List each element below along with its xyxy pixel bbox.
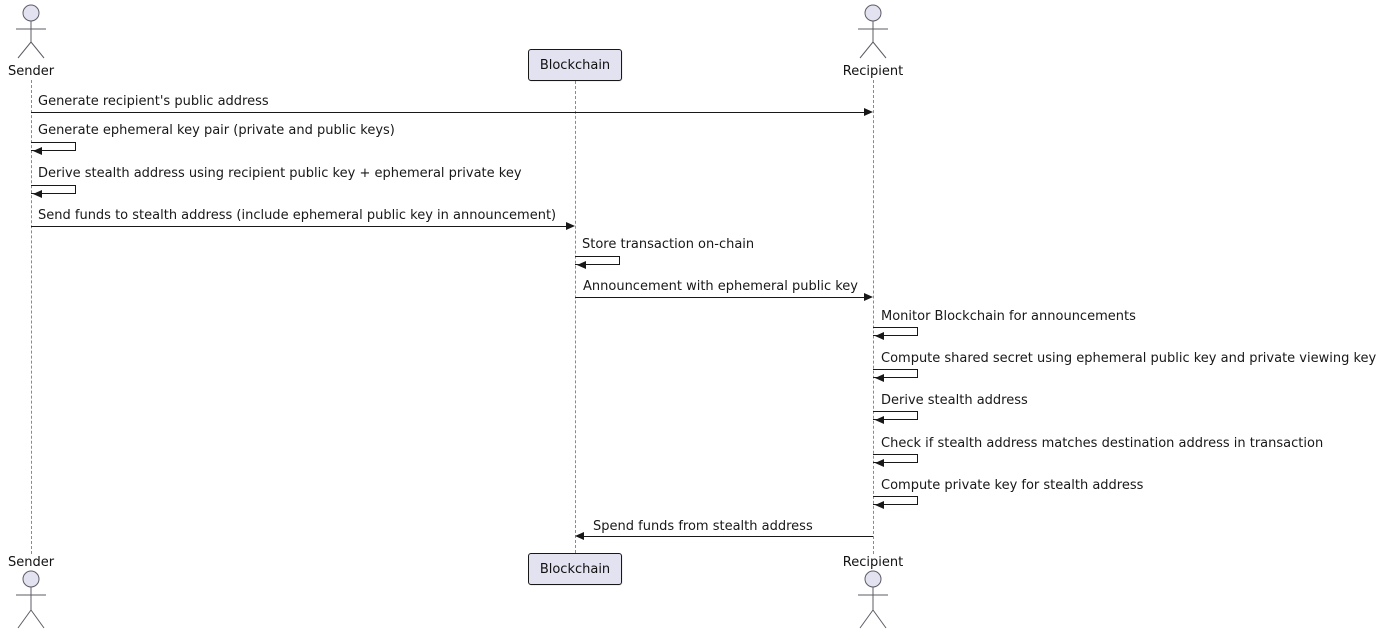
arrowhead-left-icon <box>875 332 884 340</box>
message-label: Derive stealth address using recipient p… <box>38 166 522 181</box>
participant-label: Blockchain <box>539 57 611 73</box>
self-message-loop <box>31 185 76 194</box>
message-label: Compute private key for stealth address <box>881 478 1144 493</box>
message-arrow-line <box>583 536 873 537</box>
actor-label-sender-top: Sender <box>7 64 55 79</box>
arrowhead-right-icon <box>864 108 873 116</box>
actor-label-sender-bottom: Sender <box>7 555 55 570</box>
actor-icon-recipient-bottom <box>858 570 888 629</box>
arrowhead-left-icon <box>875 459 884 467</box>
message-label: Derive stealth address <box>881 393 1028 408</box>
message-label: Compute shared secret using ephemeral pu… <box>881 351 1377 366</box>
arrowhead-left-icon <box>875 416 884 424</box>
self-message-loop <box>575 256 620 265</box>
arrowhead-left-icon <box>33 190 42 198</box>
lifeline-sender <box>31 80 32 554</box>
message-label: Check if stealth address matches destina… <box>881 436 1324 451</box>
actor-icon-sender-bottom <box>16 570 46 629</box>
self-message-loop <box>873 369 918 378</box>
lifeline-blockchain <box>575 81 576 553</box>
message-arrow-line <box>575 297 865 298</box>
arrowhead-left-icon <box>875 501 884 509</box>
arrowhead-left-icon <box>575 532 584 540</box>
arrowhead-left-icon <box>33 147 42 155</box>
actor-label-recipient-bottom: Recipient <box>842 555 904 570</box>
actor-label-recipient-top: Recipient <box>842 64 904 79</box>
self-message-loop <box>873 496 918 505</box>
message-label: Store transaction on-chain <box>582 237 755 252</box>
actor-icon-recipient-top <box>858 4 888 59</box>
arrowhead-left-icon <box>875 374 884 382</box>
message-label: Monitor Blockchain for announcements <box>881 309 1136 324</box>
arrowhead-left-icon <box>577 261 586 269</box>
participant-blockchain-top: Blockchain <box>528 49 622 81</box>
message-label: Generate ephemeral key pair (private and… <box>38 123 395 138</box>
message-arrow-line <box>31 226 567 227</box>
participant-label: Blockchain <box>539 561 611 577</box>
self-message-loop <box>873 327 918 336</box>
self-message-loop <box>31 142 76 151</box>
participant-blockchain-bottom: Blockchain <box>528 553 622 585</box>
message-label: Announcement with ephemeral public key <box>583 279 858 294</box>
arrowhead-right-icon <box>864 293 873 301</box>
message-label: Generate recipient's public address <box>38 94 269 109</box>
message-arrow-line <box>31 112 865 113</box>
self-message-loop <box>873 454 918 463</box>
message-label: Spend funds from stealth address <box>593 519 813 534</box>
actor-icon-sender-top <box>16 4 46 59</box>
lifeline-recipient <box>873 80 874 554</box>
arrowhead-right-icon <box>566 222 575 230</box>
self-message-loop <box>873 411 918 420</box>
message-label: Send funds to stealth address (include e… <box>38 208 557 223</box>
